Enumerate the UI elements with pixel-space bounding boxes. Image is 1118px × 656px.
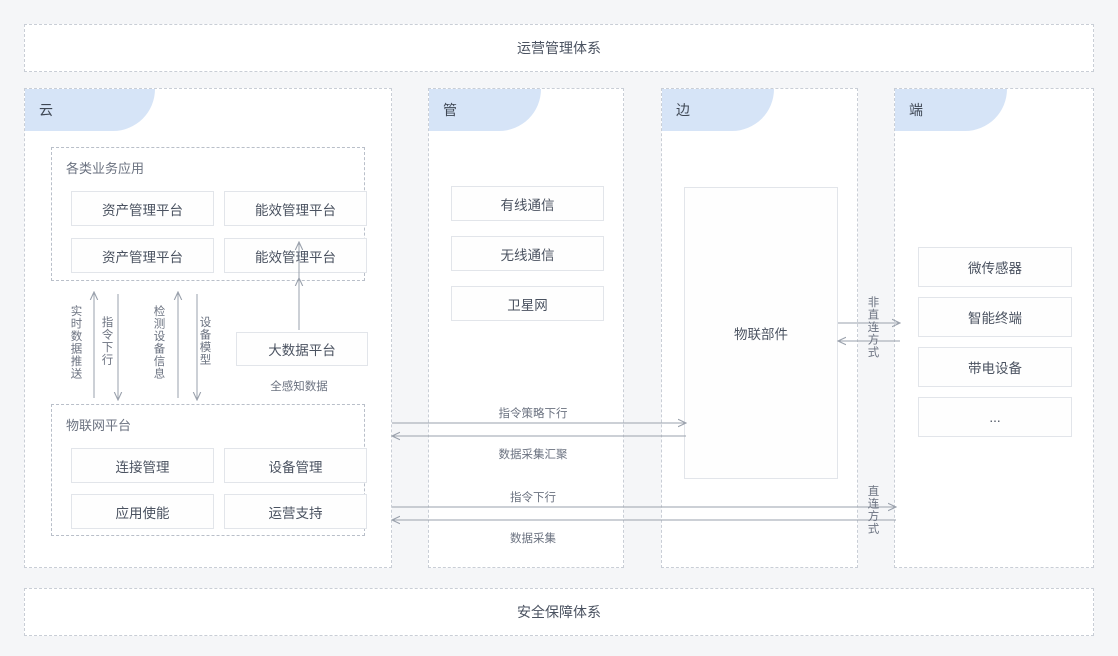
box-label: ... [989, 409, 1001, 425]
label-command-downlink: 指令下行 [510, 492, 556, 504]
box-label: 连接管理 [115, 459, 170, 475]
column-cloud-label: 云 [39, 102, 53, 118]
box-asset-management-platform-2[interactable]: 资产管理平台 [71, 238, 214, 273]
column-pipe-label: 管 [443, 102, 457, 118]
box-application-enablement[interactable]: 应用使能 [71, 494, 214, 529]
banner-security-assurance: 安全保障体系 [24, 588, 1094, 636]
group-business-applications-title: 各类业务应用 [66, 161, 145, 176]
box-label: 微传感器 [968, 261, 1022, 276]
box-label: 大数据平台 [268, 343, 336, 358]
box-asset-management-platform-1[interactable]: 资产管理平台 [71, 191, 214, 226]
box-energy-management-platform-2[interactable]: 能效管理平台 [224, 238, 367, 273]
label-device-detection-info: 检测设备信息 [152, 305, 165, 380]
box-label: 应用使能 [115, 505, 170, 521]
label-indirect-connection-mode: 非直连方式 [866, 296, 879, 359]
box-label: 能效管理平台 [255, 202, 336, 218]
box-more-devices[interactable]: ... [918, 397, 1072, 437]
label-command-policy-downlink: 指令策略下行 [498, 408, 568, 420]
box-iot-component[interactable]: 物联部件 [684, 187, 838, 479]
column-terminal: 端 微传感器 智能终端 带电设备 ... [894, 88, 1094, 568]
box-label: 运营支持 [268, 505, 323, 521]
box-big-data-platform[interactable]: 大数据平台 [236, 332, 368, 366]
box-label: 设备管理 [268, 459, 323, 475]
box-satellite-network[interactable]: 卫星网 [451, 286, 604, 321]
box-label: 物联部件 [734, 327, 788, 342]
label-direct-connection-mode: 直连方式 [866, 485, 879, 535]
label-command-downlink-internal: 指令下行 [100, 316, 113, 366]
banner-operations-management: 运营管理体系 [24, 24, 1094, 72]
box-label: 有线通信 [500, 197, 555, 213]
box-wired-communication[interactable]: 有线通信 [451, 186, 604, 221]
column-edge: 边 物联部件 [661, 88, 858, 568]
box-live-equipment[interactable]: 带电设备 [918, 347, 1072, 387]
banner-top-label: 运营管理体系 [517, 40, 601, 56]
label-full-perception-data: 全感知数据 [270, 381, 328, 393]
column-pipe: 管 有线通信 无线通信 卫星网 [428, 88, 624, 568]
label-data-collection: 数据采集 [510, 533, 556, 545]
banner-bottom-label: 安全保障体系 [517, 604, 601, 620]
box-label: 卫星网 [507, 297, 548, 313]
column-cloud-header [25, 89, 155, 131]
box-label: 能效管理平台 [255, 249, 336, 265]
label-realtime-data-push: 实时数据推送 [69, 305, 82, 380]
box-energy-management-platform-1[interactable]: 能效管理平台 [224, 191, 367, 226]
box-smart-terminal[interactable]: 智能终端 [918, 297, 1072, 337]
group-iot-platform-title: 物联网平台 [66, 418, 132, 433]
box-device-management[interactable]: 设备管理 [224, 448, 367, 483]
column-cloud: 云 各类业务应用 资产管理平台 能效管理平台 资产管理平台 能效管理平台 大数据… [24, 88, 392, 568]
label-data-collection-aggregation: 数据采集汇聚 [498, 449, 568, 461]
box-connection-management[interactable]: 连接管理 [71, 448, 214, 483]
label-device-model: 设备模型 [198, 316, 211, 366]
box-label: 智能终端 [968, 311, 1022, 326]
box-label: 无线通信 [500, 247, 555, 263]
box-wireless-communication[interactable]: 无线通信 [451, 236, 604, 271]
box-micro-sensor[interactable]: 微传感器 [918, 247, 1072, 287]
box-label: 资产管理平台 [102, 202, 183, 218]
column-terminal-label: 端 [909, 102, 923, 118]
box-label: 资产管理平台 [102, 249, 183, 265]
column-edge-label: 边 [676, 102, 690, 118]
box-operation-support[interactable]: 运营支持 [224, 494, 367, 529]
box-label: 带电设备 [968, 361, 1022, 376]
